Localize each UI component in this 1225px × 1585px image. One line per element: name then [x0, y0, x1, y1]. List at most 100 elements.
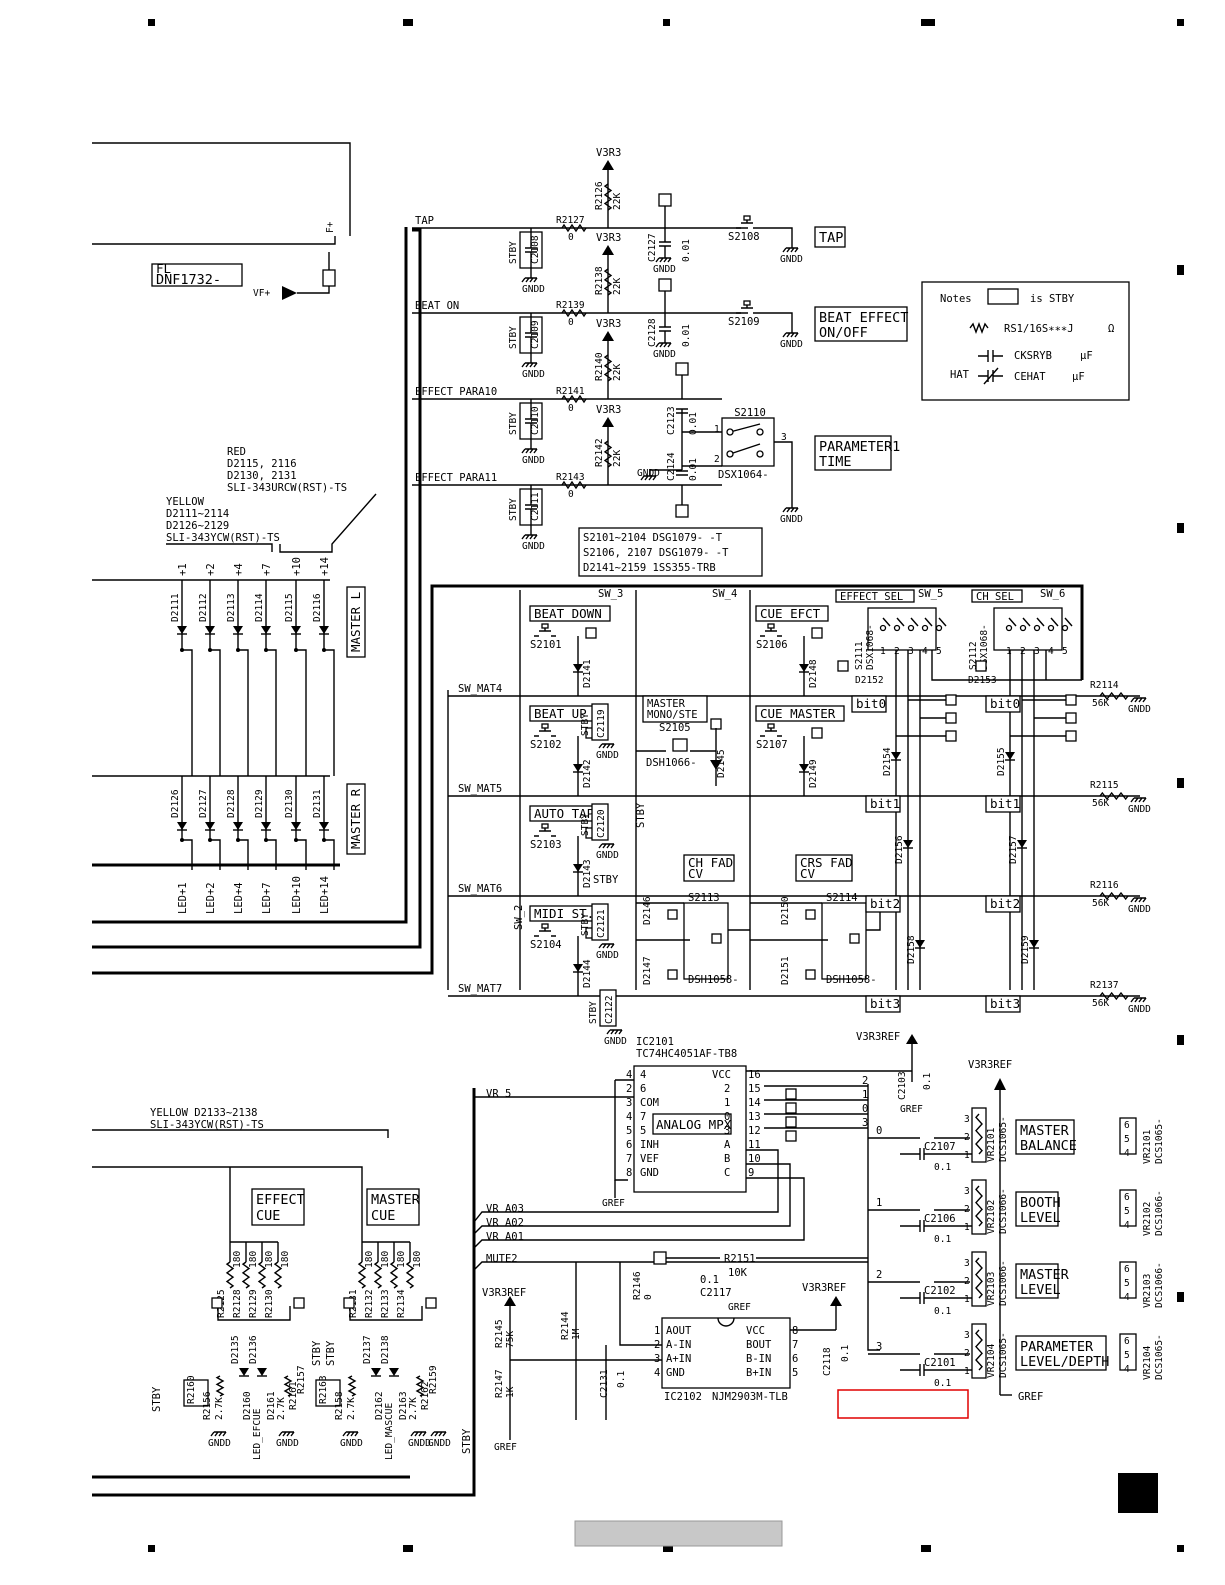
bit-box: [985, 995, 1021, 1013]
diode-icon: [573, 864, 583, 872]
stby-box: [322, 269, 336, 287]
pin-name: 1: [724, 1097, 730, 1109]
led-ref: D2128: [226, 789, 237, 818]
pin-name: INH: [640, 1139, 659, 1151]
svg-text:S2114: S2114: [826, 892, 858, 904]
svg-text:2: 2: [714, 454, 720, 465]
diode-icon: [799, 764, 809, 772]
label: R2115: [1090, 780, 1119, 791]
svg-text:GREF: GREF: [602, 1198, 625, 1209]
svg-text:D2152: D2152: [855, 675, 884, 686]
pin-name: COM: [640, 1097, 659, 1109]
diode-icon: [205, 822, 215, 830]
s2110-part: DSX1064-: [718, 469, 769, 481]
tact-switch-icon: [534, 927, 556, 937]
svg-text:0.1: 0.1: [616, 1371, 627, 1388]
cap-val: 0.1: [934, 1378, 951, 1389]
label: 3: [964, 1330, 970, 1341]
bit-box: [865, 895, 901, 913]
pot-part: DCS1065-: [1154, 1118, 1165, 1164]
capacitor-icon: [676, 470, 688, 476]
svg-text:RS1/16S∗∗∗J: RS1/16S∗∗∗J: [1004, 323, 1074, 335]
resistor-icon: [561, 223, 587, 233]
ground-icon: [598, 943, 615, 949]
diode-icon: [177, 822, 187, 830]
led-box: [315, 1379, 341, 1407]
ground-icon: [1130, 797, 1147, 803]
pin-name: VCC: [712, 1069, 731, 1081]
label: R2139: [556, 300, 585, 311]
bit-label: bit2: [990, 896, 1020, 911]
pot-ref: VR2101: [1142, 1129, 1153, 1164]
svg-text:Ω: Ω: [1108, 323, 1114, 335]
svg-text:NJM2903M-TLB: NJM2903M-TLB: [712, 1391, 788, 1403]
svg-text:R2151: R2151: [724, 1253, 756, 1265]
label: GNDD: [780, 514, 803, 525]
parameter1-label-2: TIME: [819, 454, 852, 470]
bit-box: [985, 895, 1021, 913]
pot-label: MASTER: [1020, 1267, 1070, 1283]
pin-number: 16: [748, 1069, 761, 1081]
label: R2114: [1090, 680, 1119, 691]
diode-ref: D2156: [894, 835, 905, 864]
stby-box: [591, 703, 609, 741]
resistor-icon: [373, 1261, 383, 1289]
diode-icon: [257, 1368, 267, 1376]
label: R2158: [334, 1391, 345, 1420]
diode-ref: D2149: [808, 759, 819, 788]
svg-text:S2112: S2112: [968, 641, 979, 670]
cap-val: 0.1: [934, 1306, 951, 1317]
svg-text:D2147: D2147: [642, 956, 653, 985]
diode-icon: [891, 752, 901, 760]
svg-text:R2147: R2147: [494, 1369, 505, 1398]
ground-icon: [1130, 997, 1147, 1003]
label: C2110: [530, 406, 541, 435]
label: R2161: [288, 1381, 299, 1410]
diode-icon: [573, 964, 583, 972]
label: C2122: [604, 995, 615, 1024]
pot-ref: VR2101: [986, 1127, 997, 1162]
label: GNDD: [408, 1438, 431, 1449]
diode-icon: [291, 626, 301, 634]
ground-icon: [606, 1029, 623, 1035]
led-legend: RED D2115, 2116 D2130, 2131 SLI-343URCW(…: [166, 446, 377, 553]
pot-label-box: [1015, 1119, 1075, 1155]
label: 2: [964, 1348, 970, 1359]
led-ref: D2136: [248, 1335, 259, 1364]
fl-label: FL: [156, 261, 171, 276]
channel-tag: 1: [876, 1197, 882, 1209]
bit-label: bit1: [990, 796, 1020, 811]
ground-icon: [278, 1431, 295, 1437]
label: S2109: [728, 316, 760, 328]
button-label-box: [755, 705, 845, 722]
svg-text:MASTER: MASTER: [371, 1192, 421, 1208]
svg-text:C2131: C2131: [599, 1369, 610, 1398]
diode-icon: [261, 822, 271, 830]
svg-text:CV: CV: [688, 866, 704, 881]
pin-name: 4: [640, 1069, 646, 1081]
label: R2143: [556, 472, 585, 483]
vf-plus-label: VF+: [253, 288, 270, 299]
label: 0: [568, 232, 574, 243]
cue-led-block: YELLOW D2133∼2138 SLI-343YCW(RST)-TS EFF…: [92, 1107, 473, 1460]
svg-text:S2113: S2113: [688, 892, 720, 904]
bit-box: [865, 995, 901, 1013]
svg-text:CEHAT: CEHAT: [1014, 371, 1046, 383]
label: 4: [1124, 1292, 1130, 1303]
label: C2120: [596, 809, 607, 838]
resistor-icon: [273, 1261, 283, 1289]
ground-icon: [782, 247, 799, 253]
svg-text:D2126∼2129: D2126∼2129: [166, 520, 229, 532]
pot-part: DCS1065-: [1154, 1334, 1165, 1380]
resistor-icon: [975, 1329, 983, 1371]
svg-text:D2151: D2151: [780, 956, 791, 985]
label: STBY: [311, 1340, 323, 1366]
led-column-label: +1: [177, 563, 189, 576]
svg-text:VR A01: VR A01: [486, 1231, 524, 1243]
label: 2.7K: [346, 1397, 357, 1420]
label: D2160: [242, 1391, 253, 1420]
supply-arrow-icon: [602, 331, 614, 341]
label: R2138: [594, 266, 605, 295]
